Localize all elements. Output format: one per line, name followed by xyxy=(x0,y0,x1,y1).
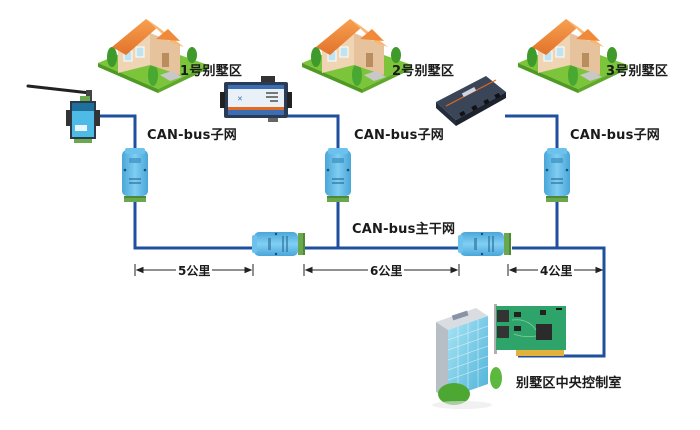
subnet-2-label: CAN-bus子网 xyxy=(354,128,444,143)
control-room-label: 别墅区中央控制室 xyxy=(516,376,622,391)
villa-1-label: 1号别墅区 xyxy=(180,64,243,79)
subnet-2-line xyxy=(282,114,340,248)
can-repeater-1-icon xyxy=(122,148,148,202)
multi-port-can-device-icon xyxy=(436,76,506,126)
distance-3-label: 4公里 xyxy=(538,262,575,279)
wireless-gateway-icon xyxy=(26,84,100,143)
villa-2-house-icon xyxy=(301,18,413,94)
office-building-icon xyxy=(432,308,502,409)
subnet-1-label: CAN-bus子网 xyxy=(147,128,237,143)
distance-1-label: 5公里 xyxy=(176,262,213,279)
can-repeater-3-icon xyxy=(544,148,570,202)
villa-3-label: 3号别墅区 xyxy=(606,64,669,79)
can-repeater-2-icon xyxy=(325,148,351,202)
backbone-label: CAN-bus主干网 xyxy=(352,222,456,237)
can-ethernet-gateway-icon: ✕ xyxy=(220,76,292,122)
distance-2-label: 6公里 xyxy=(368,262,405,279)
subnet-3-label: CAN-bus子网 xyxy=(570,128,660,143)
can-bridge-1-icon xyxy=(252,232,305,256)
villa-2-label: 2号别墅区 xyxy=(392,64,455,79)
villa-1-house-icon xyxy=(97,18,209,94)
subnet-3-line xyxy=(505,114,559,248)
svg-text:✕: ✕ xyxy=(237,95,243,103)
pci-can-card-icon xyxy=(494,304,566,356)
can-bridge-2-icon xyxy=(458,232,511,256)
villa-3-house-icon xyxy=(517,18,629,94)
